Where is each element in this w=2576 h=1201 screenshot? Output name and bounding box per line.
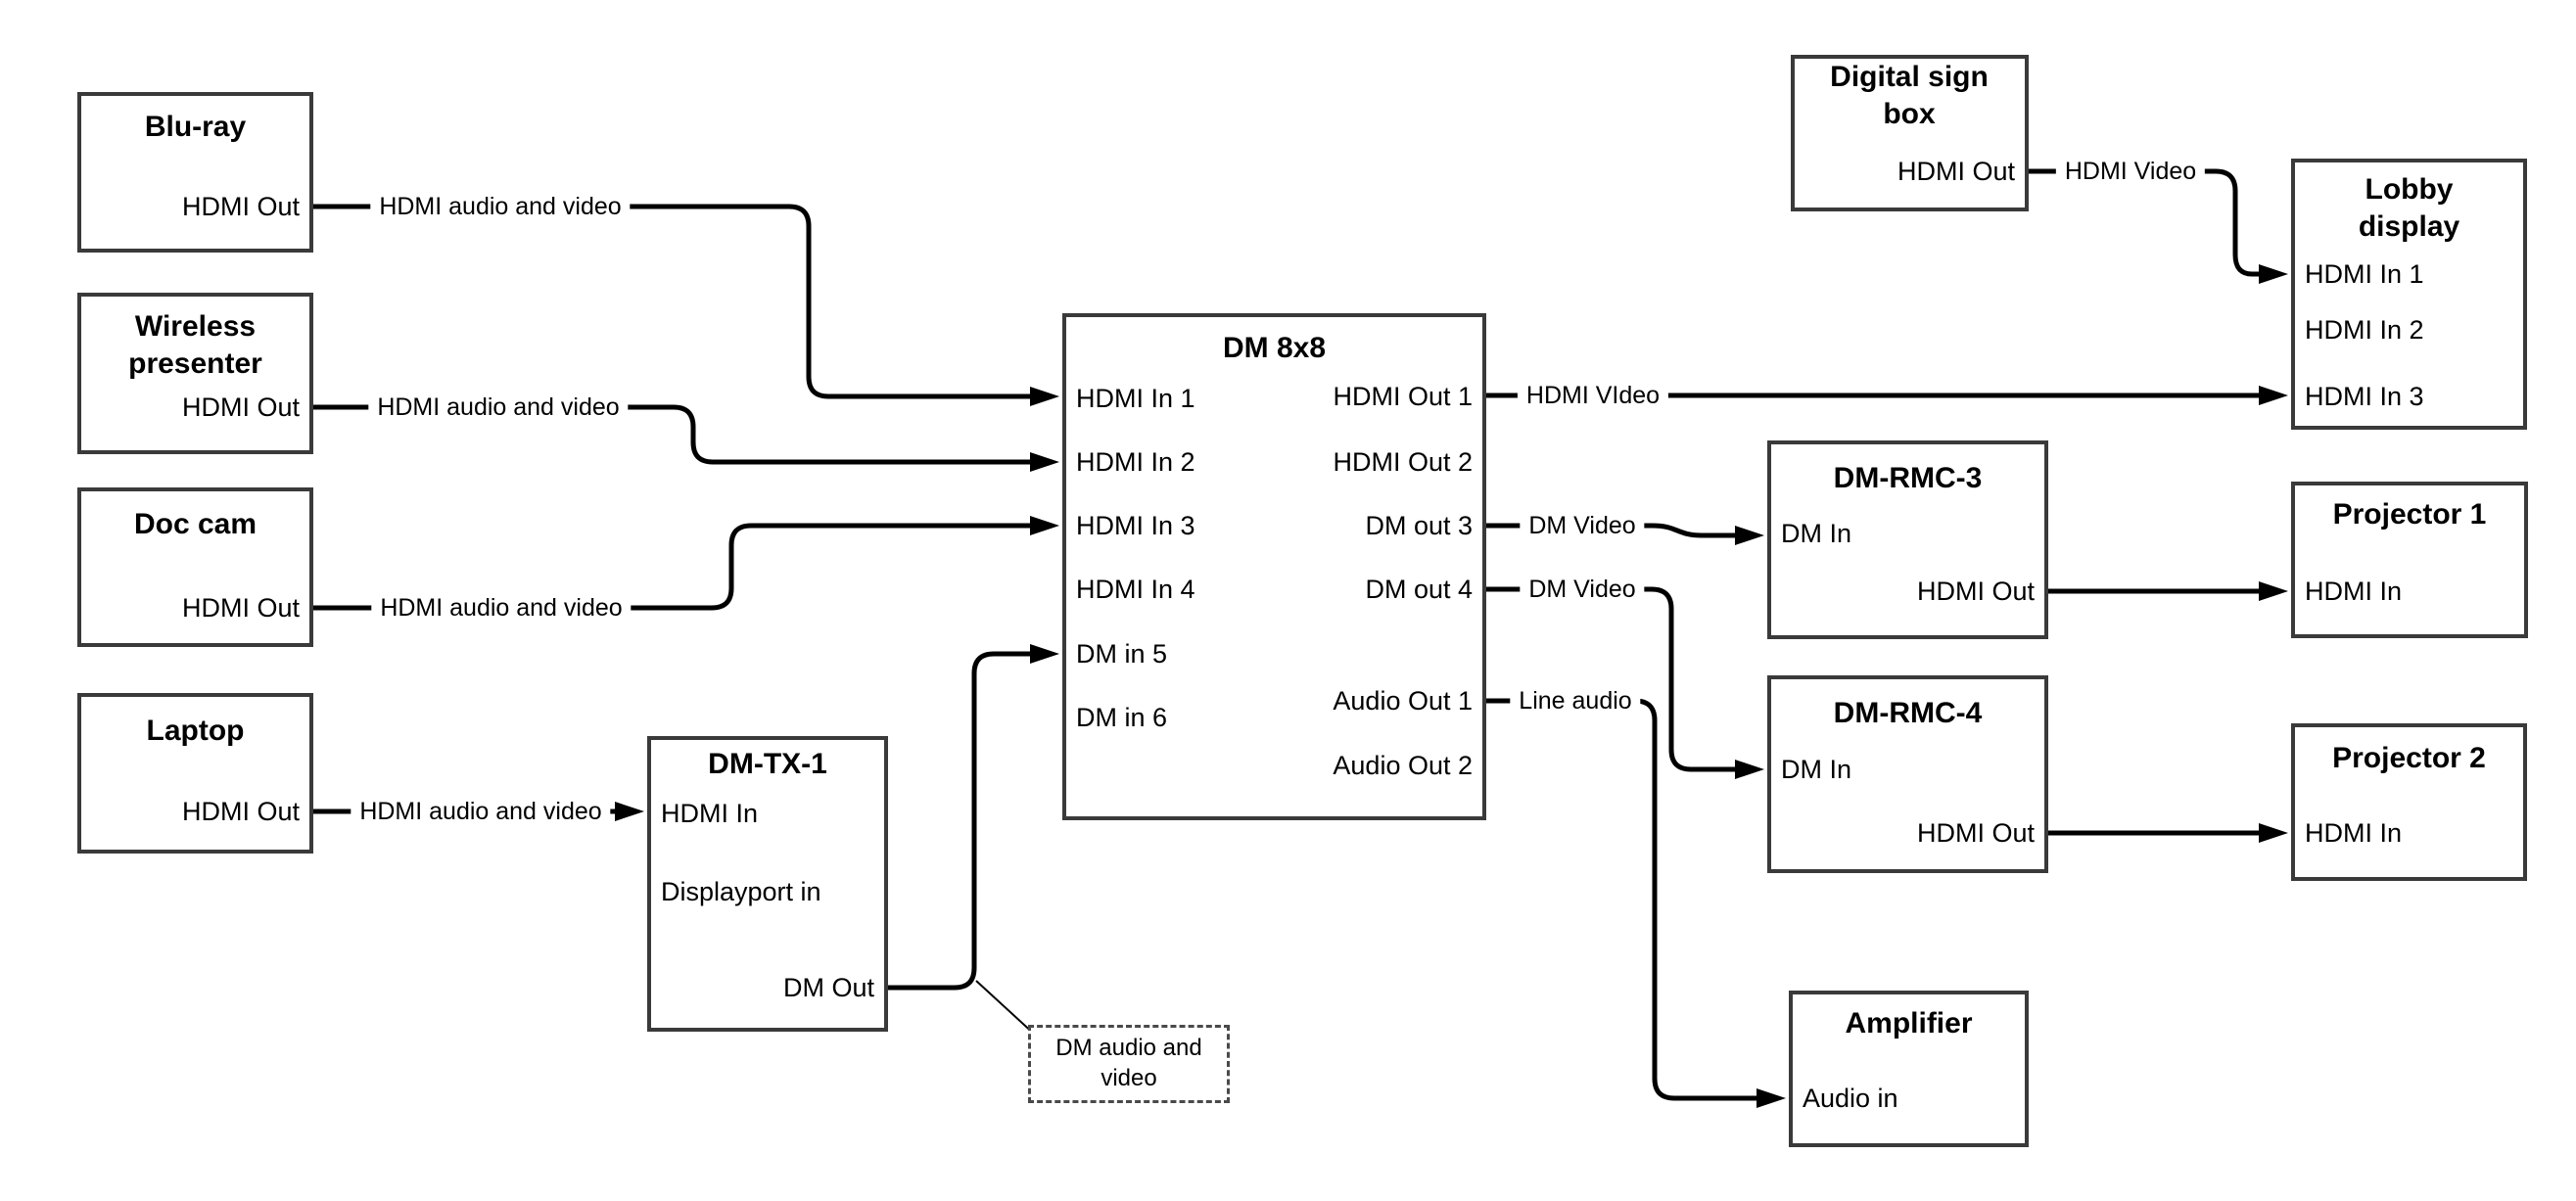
edge-digital-sign-to-lobby-hdmi-in-1 — [2029, 168, 2288, 284]
node-amplifier — [1789, 991, 2029, 1147]
node-bluray-title: Blu-ray — [144, 111, 247, 143]
port-dm8x8-dm-out-3: DM out 3 — [1365, 511, 1473, 540]
node-projector-1 — [2291, 482, 2528, 638]
edge-label-dm-video-out4: DM Video — [1520, 575, 1645, 604]
port-dmtx1-displayport-in: Displayport in — [661, 877, 821, 906]
edge-label-wireless-hdmi-av: HDMI audio and video — [368, 393, 629, 422]
annotation-dm-audio-and-video: DM audio and video — [1028, 1025, 1230, 1103]
port-lobby-hdmi-in-3: HDMI In 3 — [2305, 382, 2424, 411]
port-dmtx1-dm-out: DM Out — [782, 973, 874, 1002]
edge-wireless-to-dm8x8-hdmi-in-2 — [313, 404, 1059, 472]
annotation-leader-line — [975, 980, 1037, 1037]
node-projector-2-title: Projector 2 — [2332, 742, 2486, 774]
node-projector-2 — [2291, 723, 2527, 881]
node-dm-tx-1-title: DM-TX-1 — [708, 748, 827, 780]
node-laptop-title: Laptop — [146, 715, 245, 747]
node-lobby-display-title: Lobby display — [2358, 173, 2460, 243]
edge-label-hdmi-video-sign: HDMI Video — [2055, 157, 2206, 186]
node-projector-1-title: Projector 1 — [2332, 498, 2487, 531]
port-dm8x8-hdmi-out-1: HDMI Out 1 — [1333, 382, 1473, 411]
port-projector-1-hdmi-in: HDMI In — [2305, 577, 2403, 606]
node-doc-cam — [77, 487, 313, 647]
node-dm-rmc-3 — [1767, 440, 2048, 639]
node-dm-8x8-title: DM 8x8 — [1222, 332, 1327, 364]
node-dm-tx-1 — [647, 736, 888, 1032]
port-dmtx1-hdmi-in: HDMI In — [661, 799, 759, 828]
port-wireless-hdmi-out: HDMI Out — [181, 393, 300, 422]
port-dm8x8-dm-in-5: DM in 5 — [1076, 639, 1168, 669]
edge-doccam-to-dm8x8-hdmi-in-3 — [313, 516, 1059, 611]
node-wireless-presenter — [77, 293, 313, 454]
node-doc-cam-title: Doc cam — [133, 508, 258, 540]
node-dm-rmc-4 — [1767, 675, 2048, 873]
edge-bluray-to-dm8x8-hdmi-in-1 — [313, 204, 1059, 406]
node-bluray — [77, 92, 313, 253]
port-rmc4-dm-in: DM In — [1781, 755, 1852, 784]
edge-label-line-audio: Line audio — [1510, 686, 1641, 716]
port-projector-2-hdmi-in: HDMI In — [2305, 818, 2403, 848]
node-lobby-display — [2291, 159, 2527, 430]
node-digital-sign-box — [1791, 55, 2029, 211]
edge-label-doccam-hdmi-av: HDMI audio and video — [371, 593, 632, 623]
port-doc-cam-hdmi-out: HDMI Out — [181, 593, 300, 623]
port-lobby-hdmi-in-1: HDMI In 1 — [2305, 259, 2424, 289]
node-dm-8x8 — [1062, 313, 1486, 820]
port-dm8x8-hdmi-out-2: HDMI Out 2 — [1333, 447, 1473, 477]
port-dm8x8-hdmi-in-3: HDMI In 3 — [1076, 511, 1195, 540]
port-digital-sign-hdmi-out: HDMI Out — [1897, 157, 2015, 186]
edge-label-dm-video-out3: DM Video — [1520, 511, 1645, 540]
port-rmc4-hdmi-out: HDMI Out — [1916, 818, 2035, 848]
port-dm8x8-dm-in-6: DM in 6 — [1076, 703, 1168, 732]
port-bluray-hdmi-out: HDMI Out — [181, 192, 300, 221]
node-digital-sign-box-title: Digital sign box — [1830, 61, 1989, 130]
port-dm8x8-dm-out-4: DM out 4 — [1365, 575, 1473, 604]
edge-dm8x8-dm-out-4-to-rmc4-dm-in — [1486, 586, 1764, 779]
port-rmc3-hdmi-out: HDMI Out — [1916, 577, 2035, 606]
edge-dmtx1-dmout-to-dm8x8-dm-in-5 — [888, 644, 1059, 991]
port-laptop-hdmi-out: HDMI Out — [181, 797, 300, 826]
node-dm-rmc-3-title: DM-RMC-3 — [1833, 462, 1983, 494]
edge-dm8x8-audio-out-1-to-amplifier — [1486, 698, 1786, 1108]
node-amplifier-title: Amplifier — [1845, 1007, 1973, 1039]
node-dm-rmc-4-title: DM-RMC-4 — [1833, 697, 1983, 729]
port-rmc3-dm-in: DM In — [1781, 519, 1852, 548]
edge-label-laptop-hdmi-av: HDMI audio and video — [351, 797, 611, 826]
port-lobby-hdmi-in-2: HDMI In 2 — [2305, 315, 2424, 345]
node-wireless-presenter-title: Wireless presenter — [128, 310, 262, 380]
port-amplifier-audio-in: Audio in — [1803, 1084, 1898, 1113]
edge-label-bluray-hdmi-av: HDMI audio and video — [370, 192, 631, 221]
edge-dm8x8-dm-out-3-to-rmc3-dm-in — [1486, 523, 1764, 545]
port-dm8x8-hdmi-in-1: HDMI In 1 — [1076, 384, 1195, 413]
edge-label-hdmi-video-out1: HDMI VIdeo — [1517, 381, 1669, 410]
port-dm8x8-audio-out-1: Audio Out 1 — [1333, 686, 1473, 716]
port-dm8x8-hdmi-in-2: HDMI In 2 — [1076, 447, 1195, 477]
port-dm8x8-hdmi-in-4: HDMI In 4 — [1076, 575, 1195, 604]
port-dm8x8-audio-out-2: Audio Out 2 — [1333, 751, 1473, 780]
node-laptop — [77, 693, 313, 854]
